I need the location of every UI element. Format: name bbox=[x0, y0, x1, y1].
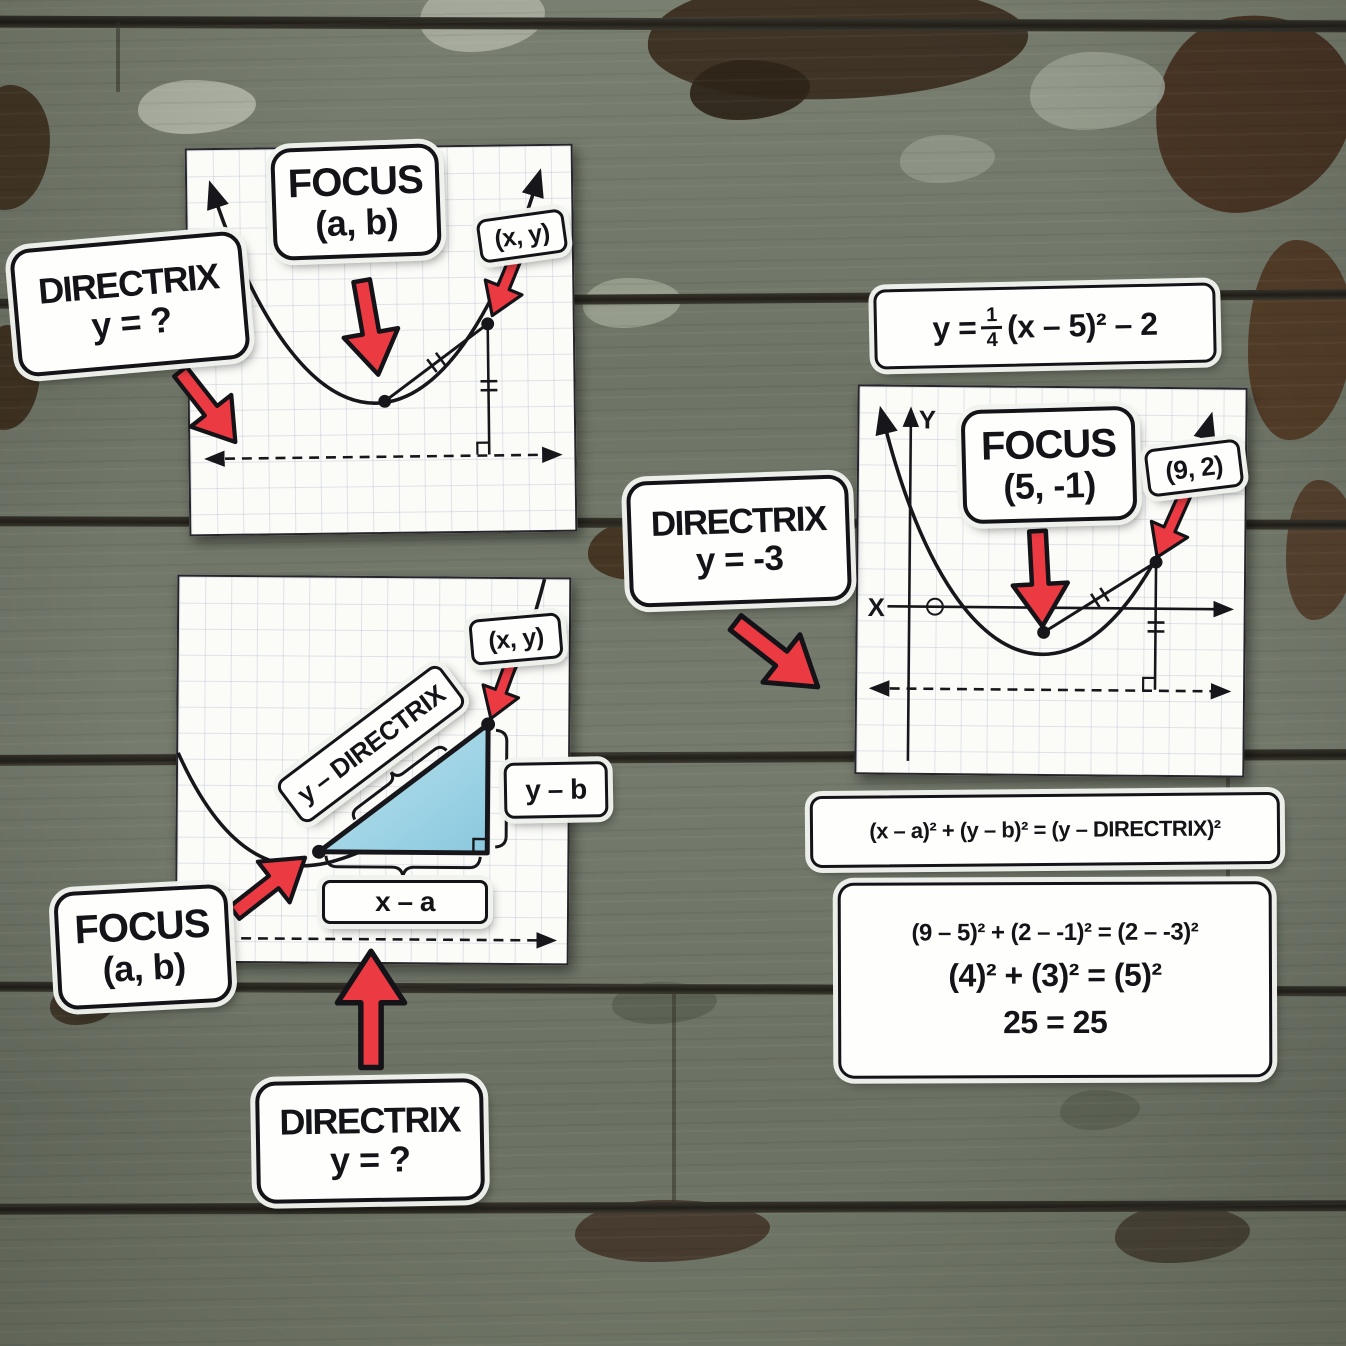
curve-point bbox=[1149, 555, 1163, 569]
x-axis bbox=[887, 600, 1235, 618]
directrix-title: DIRECTRIX bbox=[650, 499, 827, 545]
segment-tick-marks bbox=[426, 352, 447, 373]
red-arrow-directrix-generic bbox=[150, 345, 265, 469]
fraction-denominator: 4 bbox=[986, 329, 998, 352]
directrix-label-generic: DIRECTRIX y = ? bbox=[8, 230, 252, 378]
focus-value: (a, b) bbox=[314, 200, 399, 245]
focus-value: (5, -1) bbox=[1002, 463, 1097, 508]
horizontal-leg-label: x – a bbox=[322, 880, 488, 924]
wood-seam bbox=[672, 994, 676, 1204]
wood-seam bbox=[116, 22, 120, 92]
point-text: (x, y) bbox=[487, 622, 545, 655]
work-line-3: 25 = 25 bbox=[1002, 1003, 1108, 1040]
vertical-leg-label: y – b bbox=[503, 761, 609, 819]
right-angle-mark bbox=[1142, 676, 1156, 690]
directrix-title: DIRECTRIX bbox=[279, 1098, 461, 1143]
directrix-value: y = ? bbox=[329, 1138, 411, 1181]
segment-tick-marks bbox=[1089, 587, 1110, 608]
fraction-one-fourth: 1 4 bbox=[980, 304, 1003, 352]
equation-tail: (x – 5)² – 2 bbox=[1006, 305, 1158, 345]
directrix-line bbox=[868, 680, 1232, 700]
point-text: (9, 2) bbox=[1163, 449, 1225, 486]
point-label-triangle: (x, y) bbox=[468, 612, 564, 666]
focal-segment bbox=[1042, 560, 1157, 634]
directrix-value: y = -3 bbox=[695, 538, 785, 581]
distance-formula-card: (x – a)² + (y – b)² = (y – DIRECTRIX)² bbox=[809, 791, 1281, 869]
focus-point bbox=[378, 394, 392, 408]
paint-patch bbox=[1248, 240, 1346, 440]
distance-triangle bbox=[316, 721, 491, 856]
focus-point bbox=[1037, 625, 1051, 639]
vertical-leg-text: y – b bbox=[525, 773, 587, 806]
focus-label-triangle: FOCUS (a, b) bbox=[53, 883, 233, 1011]
numeric-parabola-plot: Y X bbox=[868, 405, 1235, 761]
y-axis bbox=[902, 406, 920, 761]
red-arrow-focus-numeric bbox=[1005, 518, 1075, 639]
horizontal-leg-text: x – a bbox=[375, 886, 435, 917]
hypotenuse-brace bbox=[351, 745, 448, 821]
numeric-parabola-card: Y X bbox=[854, 384, 1248, 778]
red-arrow-point-numeric bbox=[1135, 482, 1208, 570]
point-text: (x, y) bbox=[492, 217, 552, 254]
distance-formula-text: (x – a)² + (y – b)² = (y – DIRECTRIX)² bbox=[869, 815, 1221, 844]
focus-point bbox=[312, 844, 326, 859]
worked-solution-card: (9 – 5)² + (2 – -1)² = (2 – -3)² (4)² + … bbox=[837, 881, 1273, 1079]
equation-lead: y = bbox=[932, 308, 977, 346]
x-axis-label: X bbox=[868, 594, 885, 622]
distance-tick-marks bbox=[480, 379, 498, 392]
directrix-value: y = ? bbox=[89, 298, 174, 347]
vertex-form-equation-card: y = 1 4 (x – 5)² – 2 bbox=[873, 282, 1217, 370]
red-arrow-directrix-triangle bbox=[332, 938, 410, 1080]
directrix-label-numeric: DIRECTRIX y = -3 bbox=[625, 474, 853, 608]
red-arrow-focus-triangle bbox=[208, 827, 332, 942]
fraction-numerator: 1 bbox=[980, 304, 1003, 330]
horizontal-brace bbox=[324, 855, 482, 878]
red-arrow-point-generic bbox=[468, 236, 542, 331]
red-arrow-focus-generic bbox=[326, 254, 413, 403]
focus-label-numeric: FOCUS (5, -1) bbox=[960, 405, 1138, 525]
red-arrow-directrix-numeric bbox=[704, 587, 850, 722]
red-arrow-point-triangle bbox=[468, 645, 535, 731]
focus-title: FOCUS bbox=[287, 157, 424, 207]
y-axis-label: Y bbox=[919, 406, 936, 434]
focus-title: FOCUS bbox=[73, 901, 211, 953]
work-line-1: (9 – 5)² + (2 – -1)² = (2 – -3)² bbox=[911, 918, 1199, 947]
paint-patch bbox=[1286, 480, 1346, 620]
focus-value: (a, b) bbox=[101, 944, 187, 991]
focus-label-generic: FOCUS (a, b) bbox=[270, 143, 442, 261]
origin-marker bbox=[926, 597, 944, 616]
directrix-line bbox=[204, 446, 563, 467]
focus-title: FOCUS bbox=[980, 421, 1117, 469]
right-angle-mark bbox=[472, 837, 488, 853]
curve-point bbox=[481, 317, 495, 331]
focal-segment bbox=[383, 322, 489, 403]
distance-tick-marks bbox=[1147, 621, 1165, 633]
distance-segment bbox=[1153, 562, 1158, 690]
directrix-label-triangle: DIRECTRIX y = ? bbox=[254, 1078, 486, 1204]
curve-point bbox=[481, 717, 496, 732]
work-line-2: (4)² + (3)² = (5)² bbox=[948, 956, 1162, 994]
right-angle-mark bbox=[476, 441, 490, 455]
